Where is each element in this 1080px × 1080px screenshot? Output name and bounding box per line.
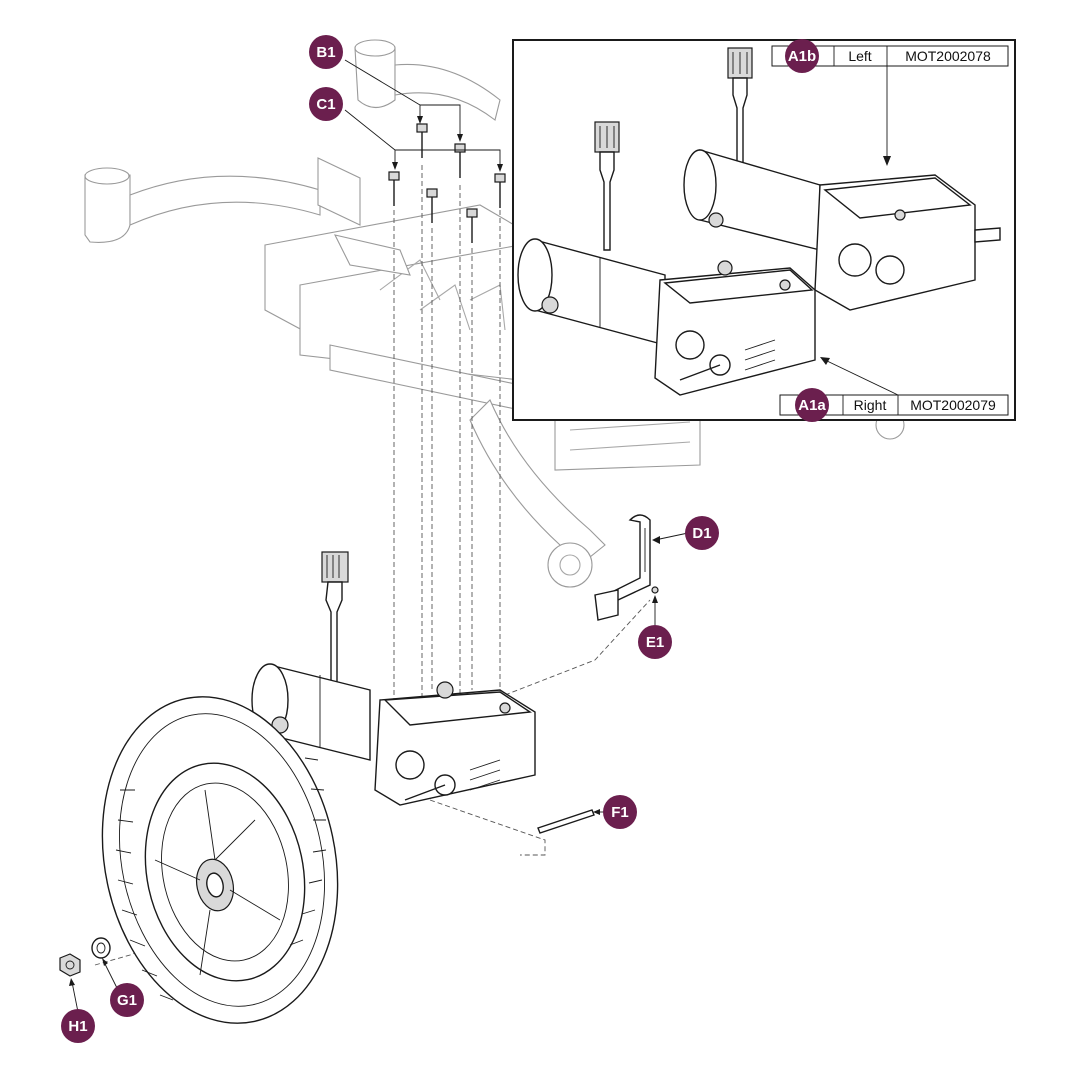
motor-gearbox-assembly [251, 551, 536, 806]
inset-panel: Left MOT2002078 Right MOT2002079 [512, 39, 1016, 421]
svg-text:C1: C1 [316, 96, 335, 113]
right-motor-illustration [517, 121, 816, 396]
inset-table-left-row: Left MOT2002078 [771, 45, 1009, 166]
svg-text:G1: G1 [117, 992, 137, 1009]
callout-c1: C1 [309, 87, 343, 121]
drive-wheel [101, 696, 339, 1024]
callout-h1: H1 [61, 1009, 95, 1043]
callout-b1: B1 [309, 35, 343, 69]
bolt [466, 208, 478, 243]
svg-text:A1b: A1b [788, 48, 816, 65]
bolt [454, 143, 466, 178]
bracket-d1 [594, 514, 689, 625]
svg-text:D1: D1 [692, 525, 711, 542]
callout-a1a: A1a [795, 388, 829, 422]
nut-h1 [59, 953, 81, 1013]
bolt [494, 173, 506, 208]
ghost-frame [84, 39, 905, 588]
inset-table-right-row: Right MOT2002079 [779, 357, 1009, 416]
bolt [426, 188, 438, 223]
bolt-group [344, 59, 506, 243]
assembly-guide-lines [94, 165, 651, 966]
callout-f1: F1 [603, 795, 637, 829]
left-side-label: Left [848, 48, 871, 64]
callout-e1: E1 [638, 625, 672, 659]
left-motor-illustration [683, 47, 1001, 311]
svg-text:B1: B1 [316, 44, 335, 61]
bolt [388, 171, 400, 206]
right-side-label: Right [854, 397, 887, 413]
callout-d1: D1 [685, 516, 719, 550]
washer-g1 [91, 937, 119, 991]
svg-text:E1: E1 [646, 634, 664, 651]
callout-g1: G1 [110, 983, 144, 1017]
svg-text:H1: H1 [68, 1018, 87, 1035]
pin-f1 [537, 809, 610, 834]
left-part-number: MOT2002078 [905, 48, 991, 64]
callout-a1b: A1b [785, 39, 819, 73]
right-part-number: MOT2002079 [910, 397, 996, 413]
svg-text:F1: F1 [611, 804, 629, 821]
svg-text:A1a: A1a [798, 397, 826, 414]
bolt [416, 123, 428, 158]
